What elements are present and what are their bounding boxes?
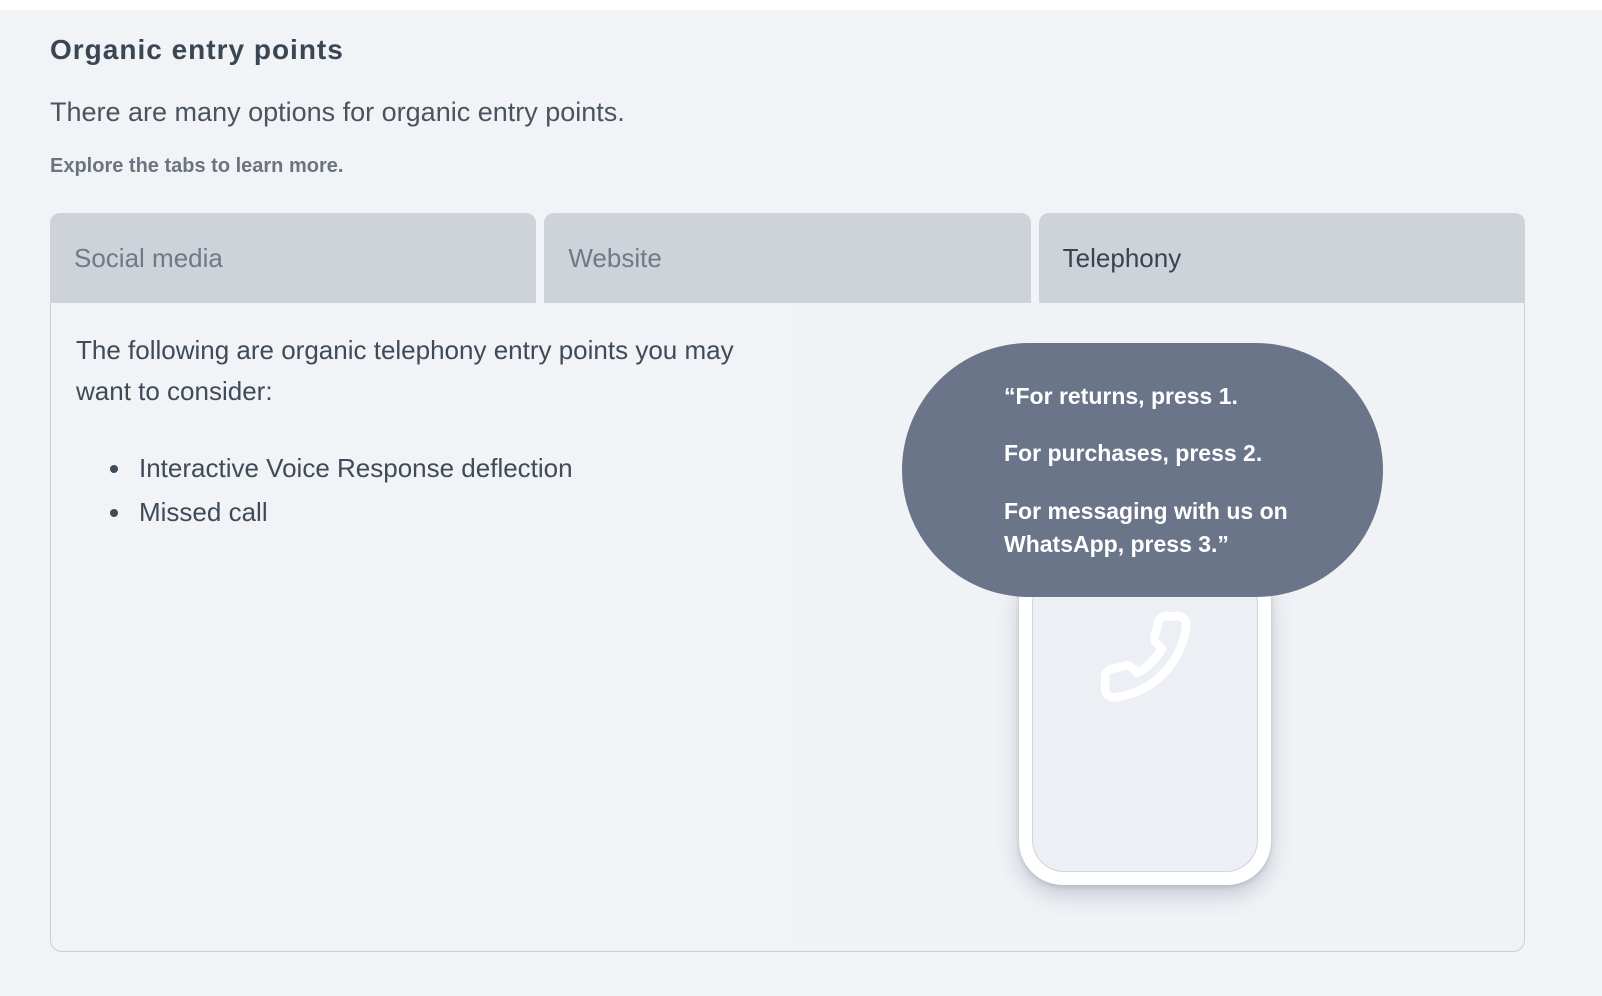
tab-panel-telephony: The following are organic telephony entr… xyxy=(50,303,1525,952)
phone-screen xyxy=(1032,571,1258,872)
phone-illustration xyxy=(1019,558,1271,885)
tab-label: Social media xyxy=(74,242,223,273)
list-item: Interactive Voice Response deflection xyxy=(133,453,573,484)
tab-website[interactable]: Website xyxy=(544,213,1031,303)
bubble-line: “For returns, press 1. xyxy=(1004,383,1238,409)
bubble-line: For messaging with us on WhatsApp, press… xyxy=(1004,497,1288,558)
explore-hint: Explore the tabs to learn more. xyxy=(50,155,344,177)
bullet-list: Interactive Voice Response deflection Mi… xyxy=(101,453,573,541)
lead-text: The following are organic telephony entr… xyxy=(76,335,734,407)
tab-bar: Social media Website Telephony xyxy=(50,213,1525,303)
tab-label: Telephony xyxy=(1062,242,1182,273)
window-top-strip xyxy=(0,0,1602,10)
phone-handset-icon xyxy=(1097,608,1195,706)
bubble-line: For purchases, press 2. xyxy=(1004,440,1263,467)
tab-telephony[interactable]: Telephony xyxy=(1038,213,1525,303)
ivr-speech-bubble: “For returns, press 1. For purchases, pr… xyxy=(902,343,1383,597)
page-title: Organic entry points xyxy=(50,34,344,65)
list-item: Missed call xyxy=(133,497,573,528)
tab-label: Website xyxy=(568,242,662,273)
tab-social-media[interactable]: Social media xyxy=(50,213,537,303)
intro-text: There are many options for organic entry… xyxy=(50,97,625,127)
